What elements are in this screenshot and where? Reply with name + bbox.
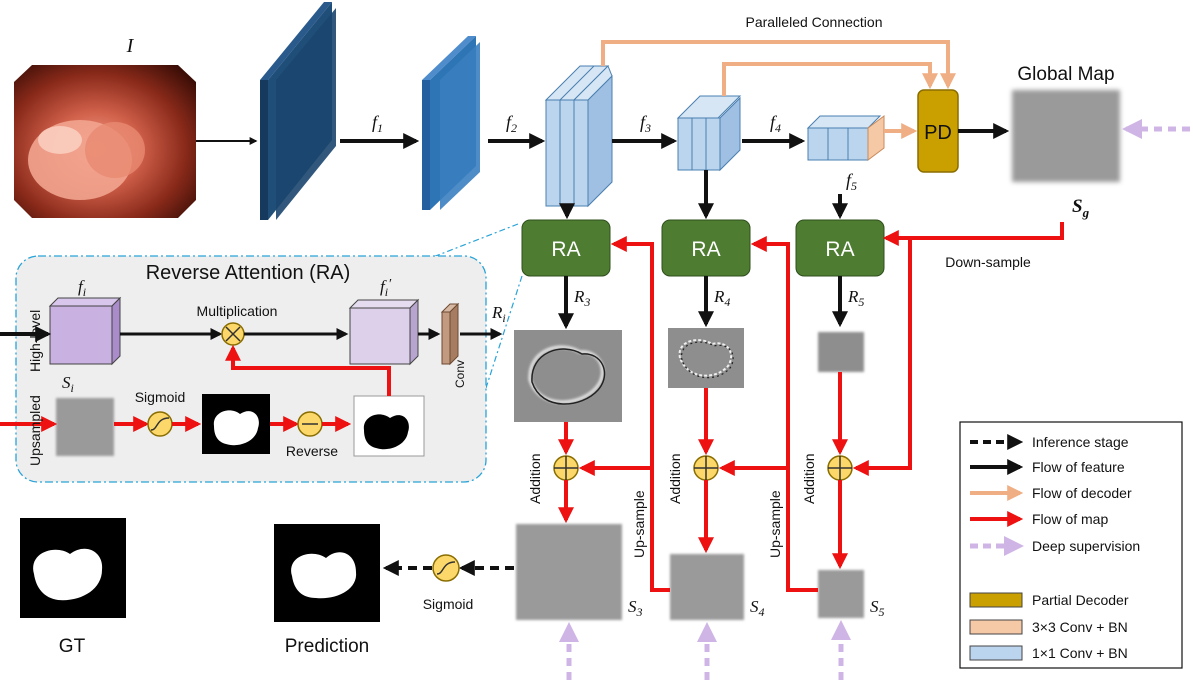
ra-zoom-line-bottom [485,275,523,389]
residual-map-r3 [514,330,622,422]
legend-item-inference: Inference stage [1032,434,1129,450]
s4-map [670,554,744,620]
ra-sigmoid-mask [202,394,270,454]
s3-label: S3 [628,597,643,619]
svg-text:RA: RA [825,238,854,261]
addition-label-4: Addition [667,453,683,504]
input-colonoscopy-image [14,65,196,218]
up-sample-label-5: Up-sample [767,490,783,558]
paralleled-connection-f3 [601,40,956,90]
ra-high-level-label: High-level [27,310,43,372]
s4-label: S4 [750,597,765,619]
addition-node-3 [553,455,579,481]
sg-to-add5-flow [852,238,912,476]
addition-node-4 [693,455,719,481]
s5-label: S5 [870,597,885,619]
ra-box-5: RA [795,219,885,277]
ra-sigmoid-label: Sigmoid [135,389,186,405]
legend-swatch-partial-decoder [969,592,1023,608]
ra-box-3: RA [521,219,611,277]
addition-node-5 [827,455,853,481]
global-map [1012,90,1120,182]
f2-label: f2 [506,112,517,135]
ra-box-4: RA [661,219,751,277]
ra-reverse-node [297,411,323,437]
ra-fi-label: fi [78,277,86,299]
f4-label: f4 [770,112,781,135]
prediction-label: Prediction [285,636,370,657]
ra-conv-label: Conv [453,360,467,388]
ra-reversed-mask [353,395,425,457]
gt-label: GT [59,636,86,657]
svg-text:RA: RA [551,238,580,261]
down-sample-flow [882,222,1064,246]
encoder-block-2 [422,36,480,210]
ra-sigmoid-node [147,411,173,437]
s5-map [818,570,864,618]
encoder-block-5 [806,115,885,161]
encoder-block-4 [676,95,742,172]
legend-item-map: Flow of map [1032,511,1108,527]
gt-mask [20,518,126,618]
ra-fi-cube [48,296,122,366]
f5-label: f5 [846,170,857,193]
legend-swatch-3x3-conv [969,619,1023,635]
up-sample-label-4: Up-sample [631,490,647,558]
prediction-mask [274,524,380,622]
s3-map [516,524,622,620]
ra-multiplication-label: Multiplication [197,303,278,319]
ra-reverse-to-mult-flow [225,344,391,396]
ra-reverse-label: Reverse [286,443,338,459]
encoder-block-3 [544,65,613,208]
ra-ri-label: Ri [491,303,506,325]
ra-multiplication-node [221,322,245,346]
ra-fi-prime-label: fi′ [380,277,392,299]
residual-map-r4 [668,328,744,388]
r4-label: R4 [713,287,730,309]
r3-label: R3 [573,287,590,309]
legend-item-supervision: Deep supervision [1032,538,1140,554]
sigmoid-node-output [432,554,460,582]
paralleled-connection-f4 [722,62,938,96]
addition-label-5: Addition [801,453,817,504]
s5-upsample-flow [750,236,818,592]
ra-module-title: Reverse Attention (RA) [146,262,351,284]
legend-block-partial-decoder: Partial Decoder [1032,592,1129,608]
svg-text:RA: RA [691,238,720,261]
legend-block-1x1-conv: 1×1 Conv + BN [1032,645,1128,661]
f1-label: f1 [372,112,383,135]
ra-zoom-line-top [409,223,519,267]
paralleled-connection-label: Paralleled Connection [746,14,883,30]
legend-item-decoder: Flow of decoder [1032,485,1132,501]
f3-label: f3 [640,112,651,135]
addition-label-3: Addition [527,453,543,504]
sg-label: Sg [1072,196,1090,220]
sigmoid-output-label: Sigmoid [423,596,474,612]
input-label: I [126,35,135,57]
ra-conv-block [440,302,460,366]
s4-upsample-flow [610,236,670,592]
global-map-label: Global Map [1017,64,1114,85]
partial-decoder-label: PD [924,122,952,144]
ra-si-label: Si [62,373,74,395]
legend-block-3x3-conv: 3×3 Conv + BN [1032,619,1128,635]
legend-item-feature: Flow of feature [1032,459,1125,475]
ra-upsampled-label: Upsampled [27,395,43,466]
ra-si-map [56,398,114,456]
encoder-block-1 [260,2,336,220]
legend-swatch-1x1-conv [969,645,1023,661]
r5-label: R5 [847,287,864,309]
residual-map-r5 [818,332,864,372]
down-sample-label: Down-sample [945,254,1031,270]
ra-fi-prime-cube [348,298,420,366]
